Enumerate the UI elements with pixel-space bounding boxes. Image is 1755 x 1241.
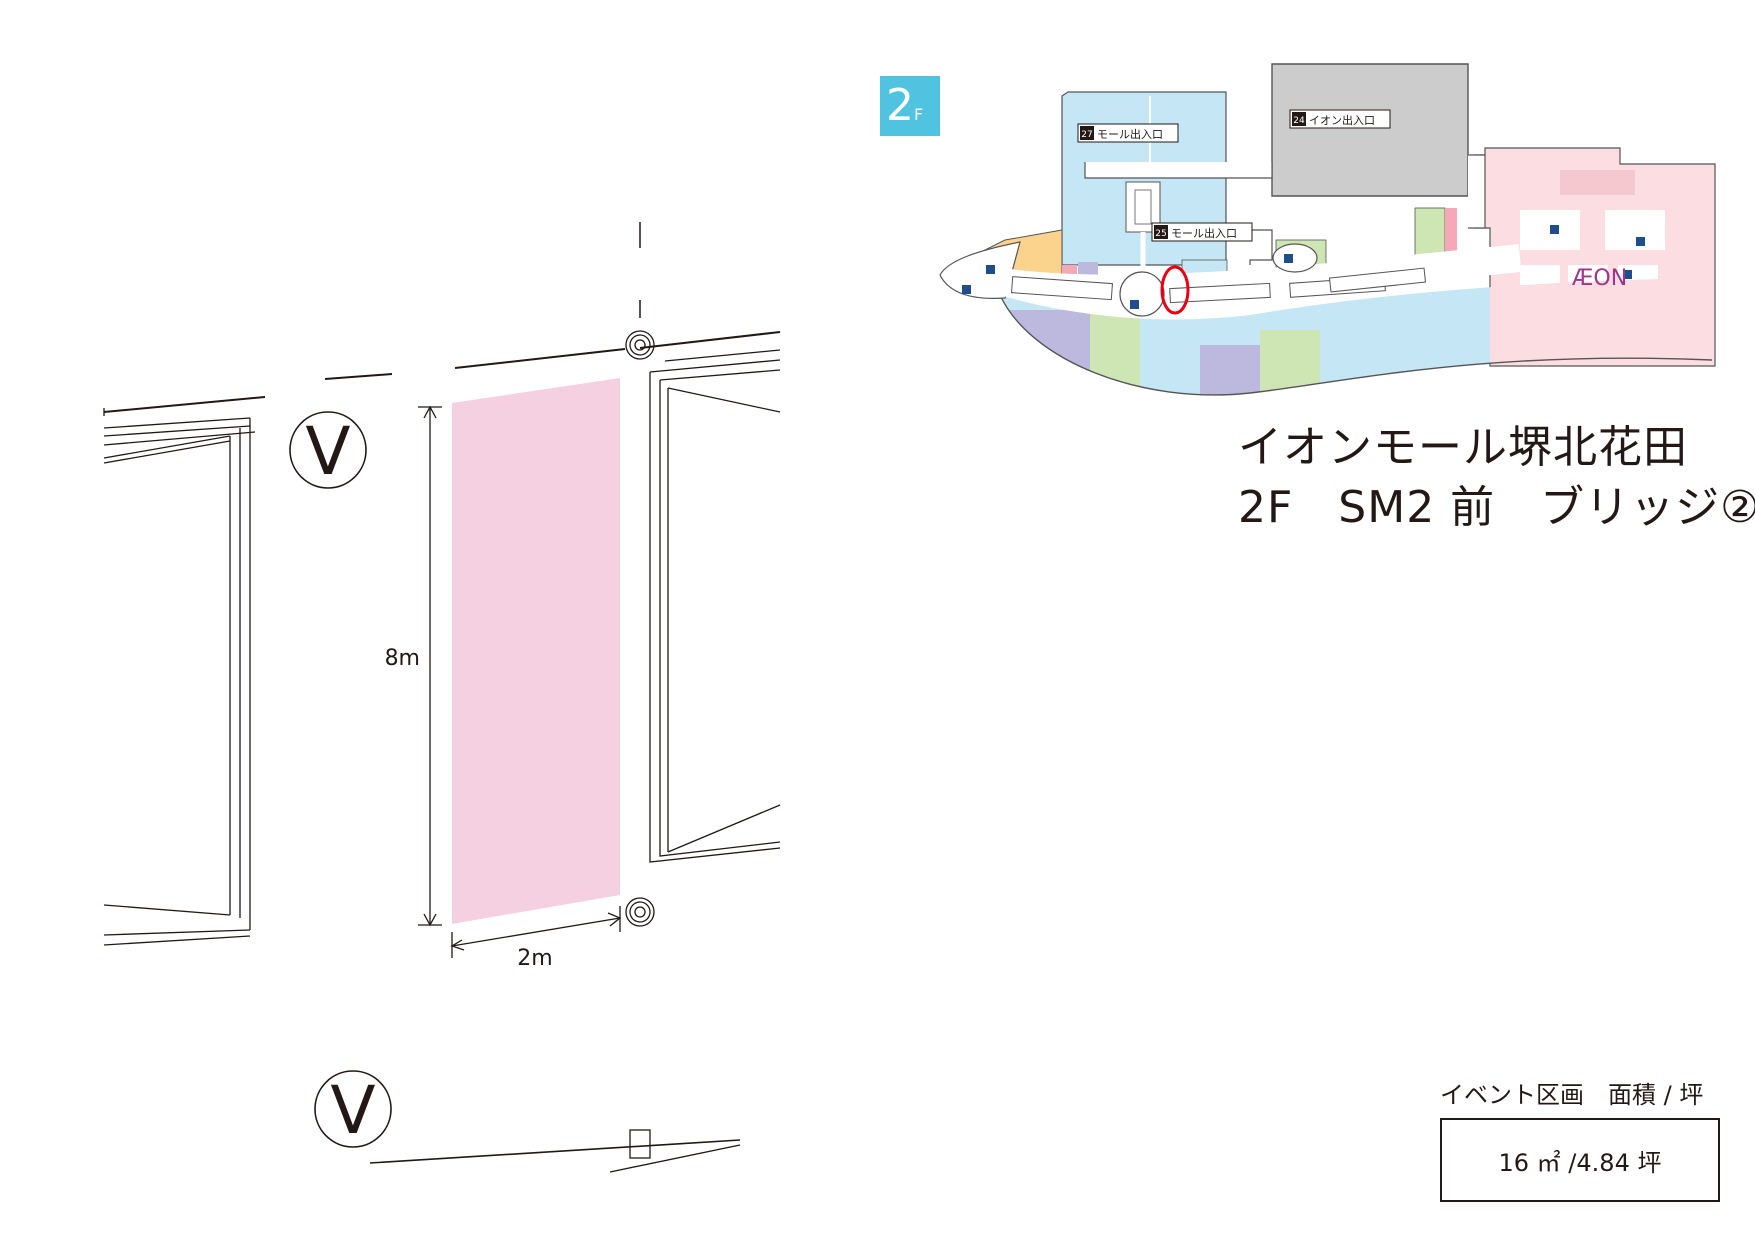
exit-25-number: 25 [1155,229,1166,239]
layout-drawing: 8m 2m V V [103,222,781,1173]
compass-bottom-symbol: V [330,1072,375,1149]
width-dimension-label: 2m [517,946,552,971]
exit-27-number: 27 [1081,130,1092,140]
venue-title: イオンモール堺北花田 2F SM2 前 ブリッジ② [1238,418,1755,538]
area-caption: イベント区画 面積 / 坪 [1440,1081,1704,1109]
compass-icon-top: V [289,411,367,490]
height-dimension-label: 8m [385,646,420,671]
floor-badge: 2F [880,76,940,136]
floor-suffix: F [914,105,924,124]
anchor-block [1271,63,1469,197]
floor-map: 27 モール出入口 24 イオン出入口 25 モール出入口 ÆON [939,63,1716,396]
location-marker-icon [1160,265,1190,315]
venue-location: 2F SM2 前 ブリッジ② [1238,482,1755,533]
area-value: 16 ㎡ /4.84 坪 [1498,1148,1662,1177]
exit-label-24: 24 イオン出入口 [1289,109,1391,129]
area-value-box: 16 ㎡ /4.84 坪 [1440,1118,1720,1202]
compass-top-symbol: V [305,413,350,490]
exit-label-27: 27 モール出入口 [1077,123,1179,143]
exit-25-label: モール出入口 [1171,226,1237,240]
exit-label-25: 25 モール出入口 [1151,222,1253,242]
exit-27-label: モール出入口 [1097,127,1163,141]
exit-24-number: 24 [1293,116,1305,126]
event-area-highlight [452,378,620,924]
venue-name: イオンモール堺北花田 [1238,422,1688,473]
compass-icon-bottom: V [314,1070,392,1149]
floor-number: 2 [886,80,914,131]
exit-24-label: イオン出入口 [1309,113,1375,127]
aeon-logo: ÆON [1572,266,1627,291]
